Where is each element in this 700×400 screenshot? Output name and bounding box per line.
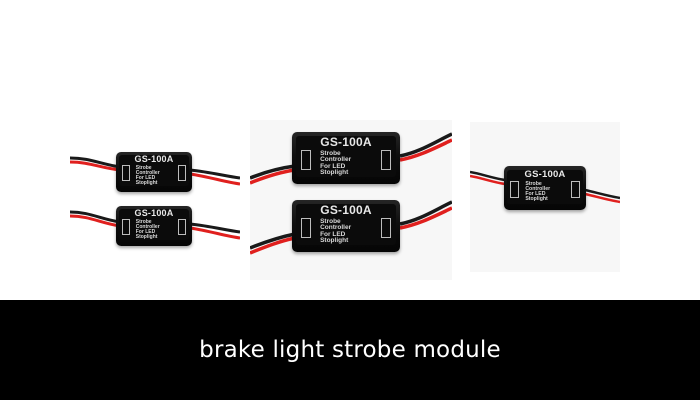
vin-label-box bbox=[301, 218, 311, 238]
vin-label-box bbox=[122, 165, 130, 181]
strobe-module: GS-100A Strobe Controller For LED Stopli… bbox=[504, 166, 586, 210]
product-image-center: GS-100A Strobe Controller For LED Stopli… bbox=[250, 120, 452, 280]
vin-label-box bbox=[122, 219, 130, 235]
strobe-module: GS-100A Strobe Controller For LED Stopli… bbox=[292, 200, 400, 252]
module-model: GS-100A bbox=[134, 154, 174, 165]
module-model: GS-100A bbox=[320, 203, 372, 218]
product-image-right: GS-100A Strobe Controller For LED Stopli… bbox=[470, 122, 620, 272]
module-model: GS-100A bbox=[320, 135, 372, 150]
out-label-box bbox=[381, 218, 391, 238]
module-description: Strobe Controller For LED Stoplight bbox=[525, 180, 551, 203]
module-face bbox=[119, 209, 189, 241]
product-image-left: GS-100A Strobe Controller For LED Stopli… bbox=[70, 140, 240, 260]
module-description: Strobe Controller For LED Stoplight bbox=[320, 149, 352, 177]
out-label-box bbox=[571, 181, 580, 198]
module-model: GS-100A bbox=[524, 168, 566, 180]
vin-label-box bbox=[510, 181, 519, 198]
strobe-module: GS-100A Strobe Controller For LED Stopli… bbox=[116, 206, 192, 246]
module-description: Strobe Controller For LED Stoplight bbox=[320, 217, 352, 245]
wires-graphic bbox=[470, 170, 620, 204]
module-face bbox=[296, 136, 396, 177]
out-label-box bbox=[178, 165, 186, 181]
page-title: brake light strobe module bbox=[199, 337, 501, 363]
strobe-module: GS-100A Strobe Controller For LED Stopli… bbox=[116, 152, 192, 192]
module-face bbox=[296, 204, 396, 245]
module-model: GS-100A bbox=[134, 208, 174, 219]
module-description: Strobe Controller For LED Stoplight bbox=[135, 165, 160, 187]
out-label-box bbox=[381, 150, 391, 170]
module-face bbox=[119, 155, 189, 187]
wires-graphic bbox=[70, 156, 240, 240]
vin-label-box bbox=[301, 150, 311, 170]
out-label-box bbox=[178, 219, 186, 235]
wires-graphic bbox=[250, 132, 452, 255]
module-description: Strobe Controller For LED Stoplight bbox=[135, 219, 160, 241]
module-face bbox=[507, 169, 583, 204]
title-banner: brake light strobe module bbox=[0, 300, 700, 400]
strobe-module: GS-100A Strobe Controller For LED Stopli… bbox=[292, 132, 400, 184]
